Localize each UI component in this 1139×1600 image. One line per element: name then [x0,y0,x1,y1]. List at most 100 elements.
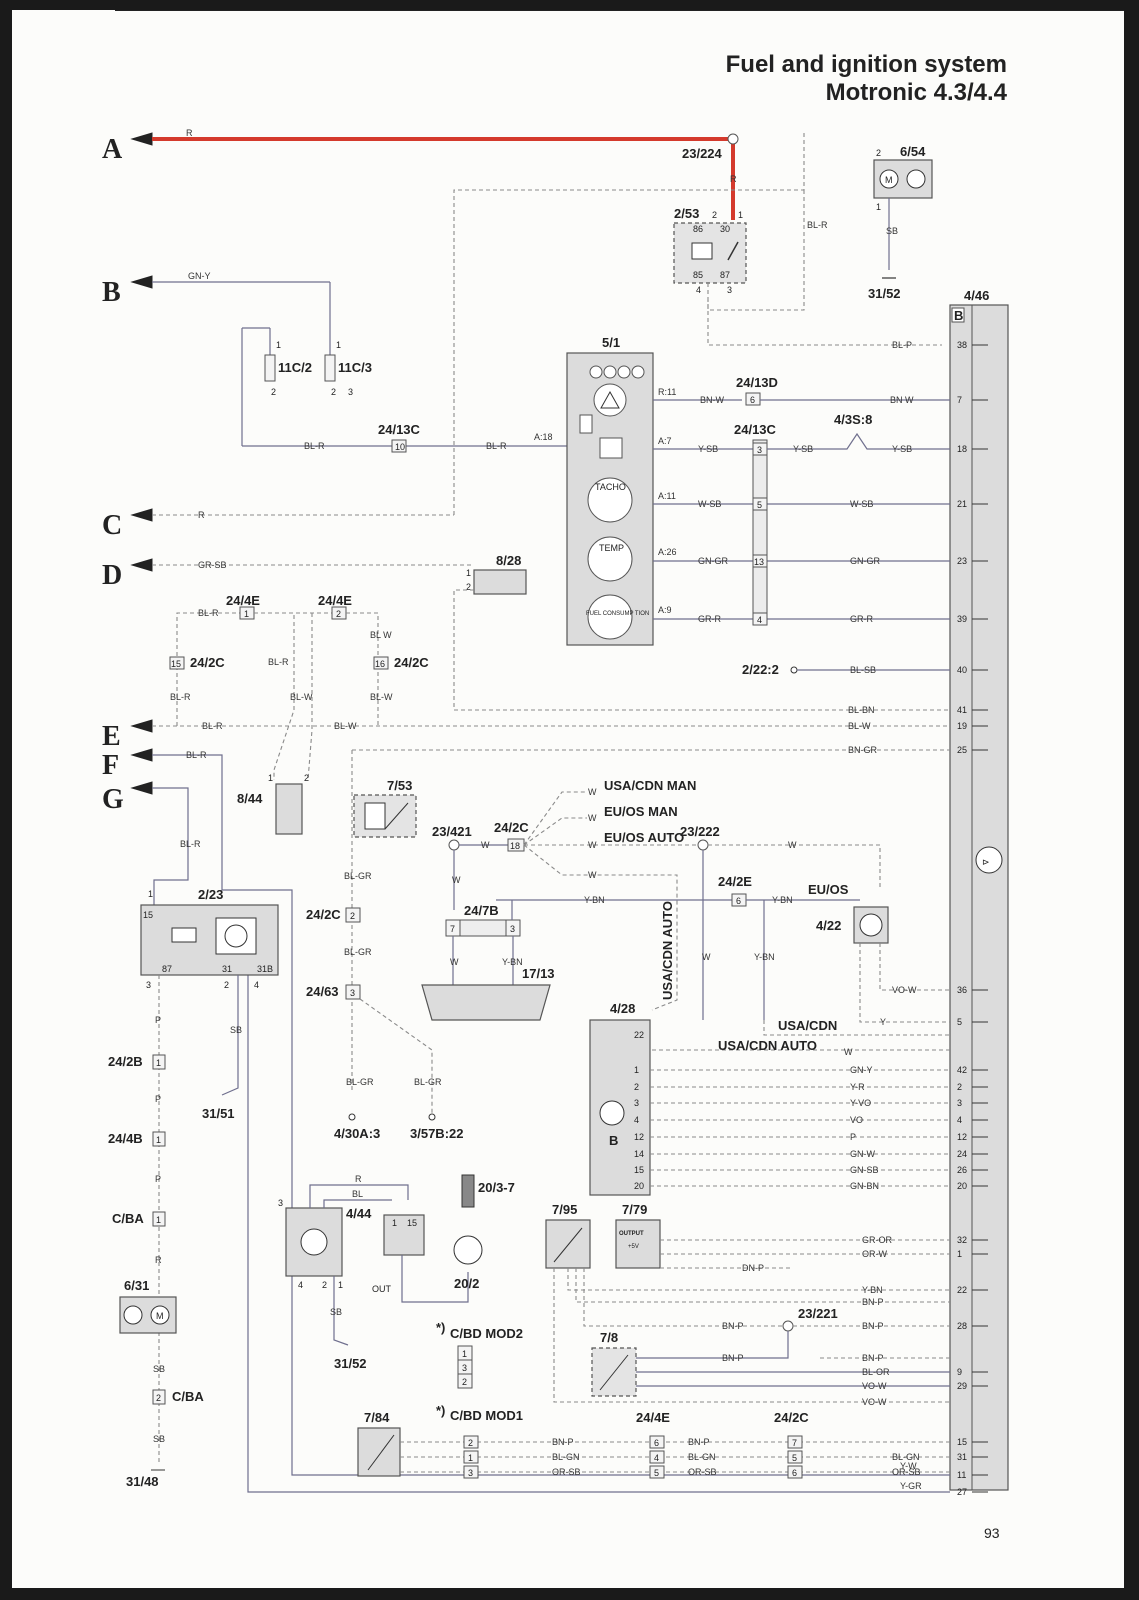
ignition-coil: 1 15 OUT [372,1214,425,1294]
svg-text:R: R [355,1174,362,1184]
svg-text:1: 1 [148,889,153,899]
svg-text:1: 1 [156,1135,161,1145]
svg-text:1: 1 [156,1215,161,1225]
svg-text:OUTPUT: OUTPUT [619,1231,644,1237]
svg-text:SB: SB [153,1364,165,1374]
svg-text:GN-GR: GN-GR [850,556,880,566]
svg-text:R:11: R:11 [658,387,676,397]
svg-text:2: 2 [336,609,341,619]
svg-text:Y-BN: Y-BN [754,952,775,962]
ground-31-51: 31/51 [202,1106,235,1121]
connector-pin: 1 [468,1453,473,1463]
svg-text:GR-R: GR-R [698,614,721,624]
relay-2-23: 2/23 15 87 31 31B 1 3 2 4 [140,887,279,990]
fuse-11c-3: 11C/3 1 2 3 [324,340,372,397]
wire-label: BL-GN [552,1452,580,1462]
ecu-4-46-pin: 21 [957,499,967,509]
ecu-4-46-pin: 19 [957,721,967,731]
svg-text:BL-R: BL-R [170,692,191,702]
svg-text:24/2C: 24/2C [190,655,225,670]
svg-text:W: W [588,813,597,823]
svg-text:W: W [450,957,459,967]
splice-23-222 [697,839,709,851]
page-number: 93 [984,1525,1000,1541]
ecu-4-46-pin: 36 [957,985,967,995]
svg-text:6: 6 [736,896,741,906]
svg-text:C/BD MOD1: C/BD MOD1 [450,1408,523,1423]
ecu-4-46-pin: 7 [957,395,962,405]
svg-text:24/63: 24/63 [306,984,339,999]
ecu-4-46-pin: 12 [957,1132,967,1142]
svg-text:8/44: 8/44 [237,791,263,806]
module-4-28-pin: 4 [634,1115,639,1125]
svg-text:*): *) [436,1403,445,1418]
svg-text:4/22: 4/22 [816,918,841,933]
ecu-4-46-pin: 29 [957,1381,967,1391]
svg-text:BL: BL [352,1189,363,1199]
svg-text:31B: 31B [257,964,273,974]
conn-4-30a-3: 4/30A:3 [334,1126,380,1141]
svg-text:BN-P: BN-P [862,1353,884,1363]
svg-text:4/44: 4/44 [346,1206,372,1221]
svg-text:31: 31 [222,964,232,974]
sensor-7-8: 7/8 [591,1330,637,1397]
svg-text:BL-GR: BL-GR [344,871,372,881]
svg-text:20/2: 20/2 [454,1276,479,1291]
svg-text:2: 2 [224,980,229,990]
svg-text:W: W [481,840,490,850]
svg-text:24/4E: 24/4E [226,593,260,608]
wiring-diagram: Fuel and ignition system Motronic 4.3/4.… [102,10,1124,1541]
svg-text:BL-BN: BL-BN [848,705,875,715]
svg-text:SB: SB [886,226,898,236]
module-4-28-pin: 22 [634,1030,644,1040]
svg-text:BL-W: BL-W [370,692,393,702]
valve-8-44: 8/44 1 2 [237,773,309,835]
svg-text:15: 15 [171,659,181,669]
svg-text:7: 7 [450,924,455,934]
connector-pin: 3 [468,1468,473,1478]
svg-text:F: F [102,750,119,781]
wire-label: BN-P [552,1437,574,1447]
sensor-2-22-2: 2/22:2 [742,662,779,677]
wire-label: BL-GN [688,1452,716,1462]
svg-text:6/54: 6/54 [900,144,926,159]
svg-text:FUEL CONSUMP TION: FUEL CONSUMP TION [586,611,649,617]
svg-text:87: 87 [162,964,172,974]
svg-text:7/79: 7/79 [622,1202,647,1217]
svg-text:A:18: A:18 [534,432,553,442]
svg-text:*): *) [436,1320,445,1335]
wire-label: BN-P [688,1437,710,1447]
connector-pin: 5 [792,1453,797,1463]
svg-text:C: C [102,510,122,541]
ecu-4-46-pin: 26 [957,1165,967,1175]
module-4-28-pin: 15 [634,1165,644,1175]
svg-text:GN-GR: GN-GR [698,556,728,566]
svg-text:USA/CDN AUTO: USA/CDN AUTO [660,901,675,1000]
module-4-28-pin: 20 [634,1181,644,1191]
ecu-4-46: B 4/46 ⊳ [949,288,1009,1491]
svg-text:4/46: 4/46 [964,288,989,303]
svg-text:BL-GR: BL-GR [414,1077,442,1087]
svg-text:Y-BN: Y-BN [502,957,523,967]
svg-text:W-SB: W-SB [698,499,721,509]
svg-text:BN-W: BN-W [700,395,724,405]
svg-text:23/222: 23/222 [680,824,720,839]
control-module-4-28: B 4/28 [589,1001,651,1196]
svg-text:24/4E: 24/4E [318,593,352,608]
wire-label: Y-R [850,1082,865,1092]
svg-text:BL-R: BL-R [268,657,289,667]
ecu-4-46-pin: 3 [957,1098,962,1108]
svg-text:3: 3 [727,285,732,295]
svg-text:2: 2 [466,582,471,592]
svg-text:W-SB: W-SB [850,499,873,509]
svg-text:SB: SB [330,1307,342,1317]
svg-text:USA/CDN: USA/CDN [778,1018,837,1033]
svg-text:2: 2 [304,773,309,783]
spark-plug: 20/3-7 20/2 [453,1174,515,1291]
splice-23-221 [782,1320,794,1332]
svg-text:30: 30 [720,224,730,234]
svg-text:24/4B: 24/4B [108,1131,143,1146]
svg-text:BL-R: BL-R [198,608,219,618]
